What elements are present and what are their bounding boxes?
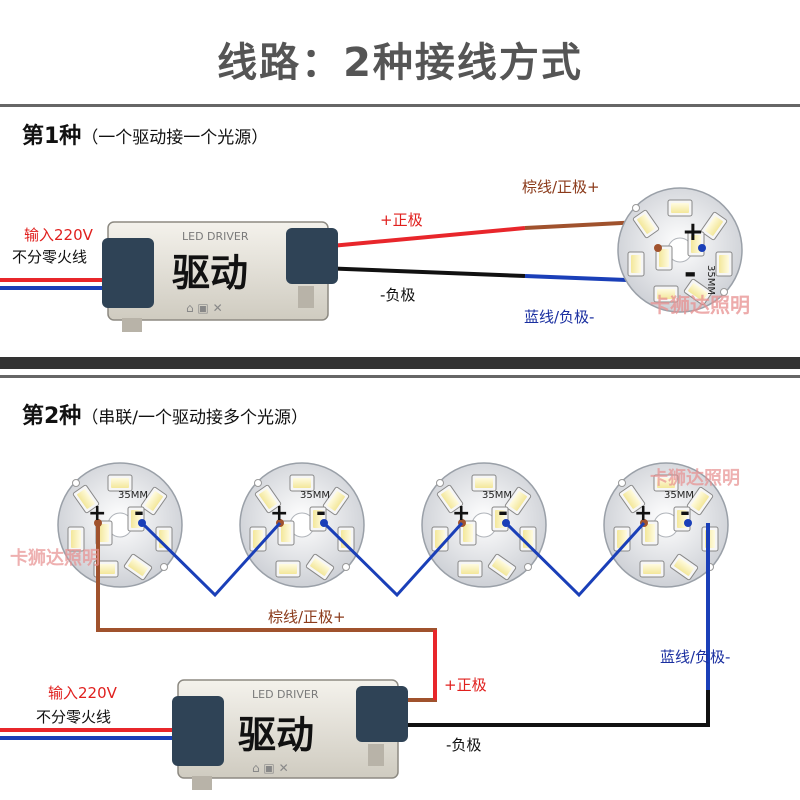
s1-driver-icons: ⌂ ▣ ✕ <box>186 301 223 315</box>
s2-board4-minus: - <box>680 498 690 526</box>
s2-led-board-2 <box>240 463 364 587</box>
s2-watermark-left: 卡狮达照明 <box>10 547 100 569</box>
s2-board4-plus: + <box>634 501 652 526</box>
s2-brown-label: 棕线/正极+ <box>268 608 346 626</box>
s2-board2-plus: + <box>270 501 288 526</box>
section1-subtitle: （一个驱动接一个光源） <box>81 128 269 148</box>
middle-divider-thin <box>0 375 800 378</box>
section2-diagram: LED DRIVER 驱动 ⌂ ▣ ✕ 35MM 35MM 35MM 35MM … <box>0 463 740 791</box>
s2-board3-minus: - <box>498 498 508 526</box>
s1-negative-label: -负极 <box>380 286 415 304</box>
s2-board2-minus: - <box>316 498 326 526</box>
s2-board2-size: 35MM <box>300 490 330 501</box>
s2-negative-label: -负极 <box>446 736 481 754</box>
s1-positive-label: +正极 <box>380 211 423 229</box>
s2-input-sublabel: 不分零火线 <box>36 708 111 726</box>
s2-board1-size: 35MM <box>118 490 148 501</box>
s2-blue-label: 蓝线/负极- <box>660 648 730 666</box>
section2-subtitle: （串联/一个驱动接多个光源） <box>81 408 309 428</box>
s2-board3-size: 35MM <box>482 490 512 501</box>
s2-positive-label: +正极 <box>444 676 487 694</box>
s2-driver-text: 驱动 <box>238 713 314 757</box>
section2-heading: 第2种（串联/一个驱动接多个光源） <box>22 398 308 430</box>
s1-minus-sign: - <box>684 256 696 291</box>
s2-board1-minus: - <box>134 498 144 526</box>
s1-blue-label: 蓝线/负极- <box>524 308 594 326</box>
s2-led-board-3 <box>422 463 546 587</box>
page-title: 线路：2种接线方式 <box>217 40 583 86</box>
section2-heading-text: 第2种 <box>22 404 82 429</box>
s2-blue-link-1 <box>140 521 282 598</box>
s2-board4-size: 35MM <box>664 490 694 501</box>
s1-brown-label: 棕线/正极+ <box>522 178 600 196</box>
section1-heading: 第1种（一个驱动接一个光源） <box>22 118 268 150</box>
s1-driver-text: 驱动 <box>172 251 248 295</box>
section1-heading-text: 第1种 <box>22 124 82 149</box>
s1-positive-wire <box>319 226 526 249</box>
top-divider <box>0 104 800 107</box>
s1-watermark: 卡狮达照明 <box>650 293 750 317</box>
s2-blue-link-2 <box>322 521 464 598</box>
s1-plus-sign: + <box>682 217 704 247</box>
s1-driver-label: LED DRIVER <box>182 230 249 243</box>
s2-negative-wire <box>390 690 710 727</box>
s1-input-label: 输入220V <box>24 226 94 244</box>
s1-input-sublabel: 不分零火线 <box>12 248 87 266</box>
section1-diagram: LED DRIVER 驱动 ⌂ ▣ ✕ 35MM + - 输入220V 不分零火… <box>0 178 750 333</box>
s1-board-size: 35MM <box>705 265 716 295</box>
s2-driver-label: LED DRIVER <box>252 688 319 701</box>
s2-watermark-right: 卡狮达照明 <box>650 467 740 489</box>
s2-board1-plus: + <box>88 501 106 526</box>
s2-blue-link-3 <box>504 521 646 598</box>
s2-driver-icons: ⌂ ▣ ✕ <box>252 761 289 775</box>
s1-negative-wire <box>319 266 526 278</box>
s2-board3-plus: + <box>452 501 470 526</box>
middle-divider-thick <box>0 357 800 369</box>
s2-input-label: 输入220V <box>48 684 118 702</box>
